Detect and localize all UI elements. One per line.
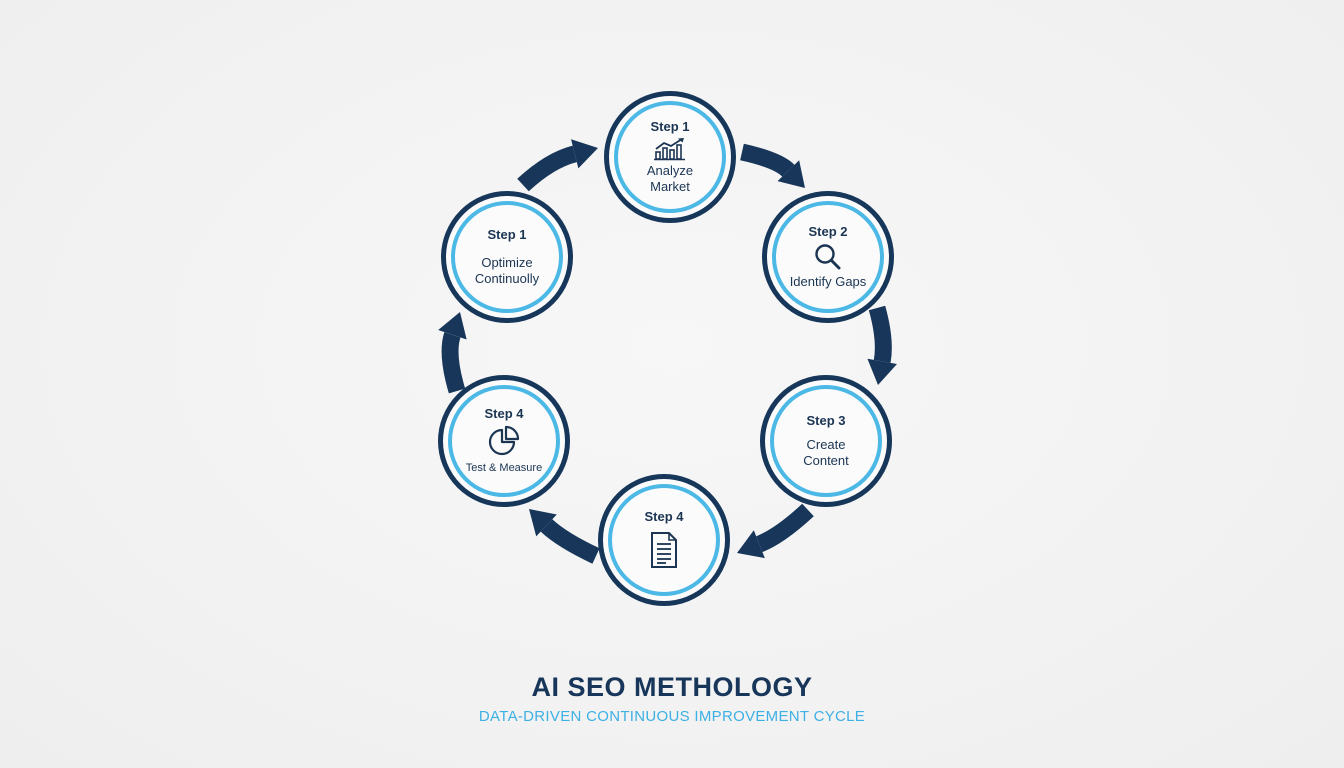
step-title: Create Content [803,437,849,468]
chart-trend-icon [654,138,685,161]
arrow-step2-to-step3-shaft [868,305,892,363]
pie-chart-icon [488,425,520,456]
step-label: Step 4 [644,509,684,524]
arrow-step4-to-step5-head [529,509,557,537]
step-node-test-measure: Step 4 Test & Measure [438,375,570,507]
step-node-inner-ring: Step 4 [608,484,720,596]
arrow-step2-to-step3-head [867,358,897,385]
cycle-diagram [438,139,897,564]
step-title: Analyze Market [646,163,694,194]
arrow-step4-to-step5-shaft [540,519,600,564]
step-label: Step 3 [806,413,846,428]
step-node-inner-ring: Step 1 Analyze Market [614,101,726,213]
step-label: Step 1 [650,119,690,134]
step-node-identify-gaps: Step 2 Identify Gaps [762,191,894,323]
step-node-inner-ring: Step 3 Create Content [770,385,882,497]
diagram-subtitle: DATA-DRIVEN CONTINUOUS IMPROVEMENT CYCLE [478,708,866,725]
document-icon [651,532,677,568]
step-label: Step 1 [487,227,527,242]
arrow-step5-to-step6-head [438,312,467,340]
arrow-step1-to-step2-head [777,160,805,188]
arrow-step6-to-step1-head [571,139,598,169]
step-title: Identify Gaps [789,274,867,289]
arrow-step5-to-step6-shaft [441,332,466,394]
step-label: Step 4 [484,406,524,421]
magnifier-icon [815,244,841,270]
step-title: Optimize Continuolly [474,255,540,286]
arrow-step1-to-step2-shaft [740,143,795,178]
arrow-step3-to-step4-head [737,530,765,559]
step-node-inner-ring: Step 4 Test & Measure [448,385,560,497]
step-node-analyze-market: Step 1 Analyze Market [604,91,736,223]
step-node-document: Step 4 [598,474,730,606]
arrow-step6-to-step1-shaft [517,145,578,192]
step-node-inner-ring: Step 1 Optimize Continuolly [451,201,563,313]
step-label: Step 2 [808,224,848,239]
diagram-title: AI SEO METHOLOGY [531,672,813,702]
step-node-create-content: Step 3 Create Content [760,375,892,507]
step-node-inner-ring: Step 2 Identify Gaps [772,201,884,313]
arrow-step3-to-step4-shaft [755,503,814,553]
step-node-optimize-continuolly: Step 1 Optimize Continuolly [441,191,573,323]
cycle-arrows [438,139,897,564]
step-title: Test & Measure [465,462,543,474]
